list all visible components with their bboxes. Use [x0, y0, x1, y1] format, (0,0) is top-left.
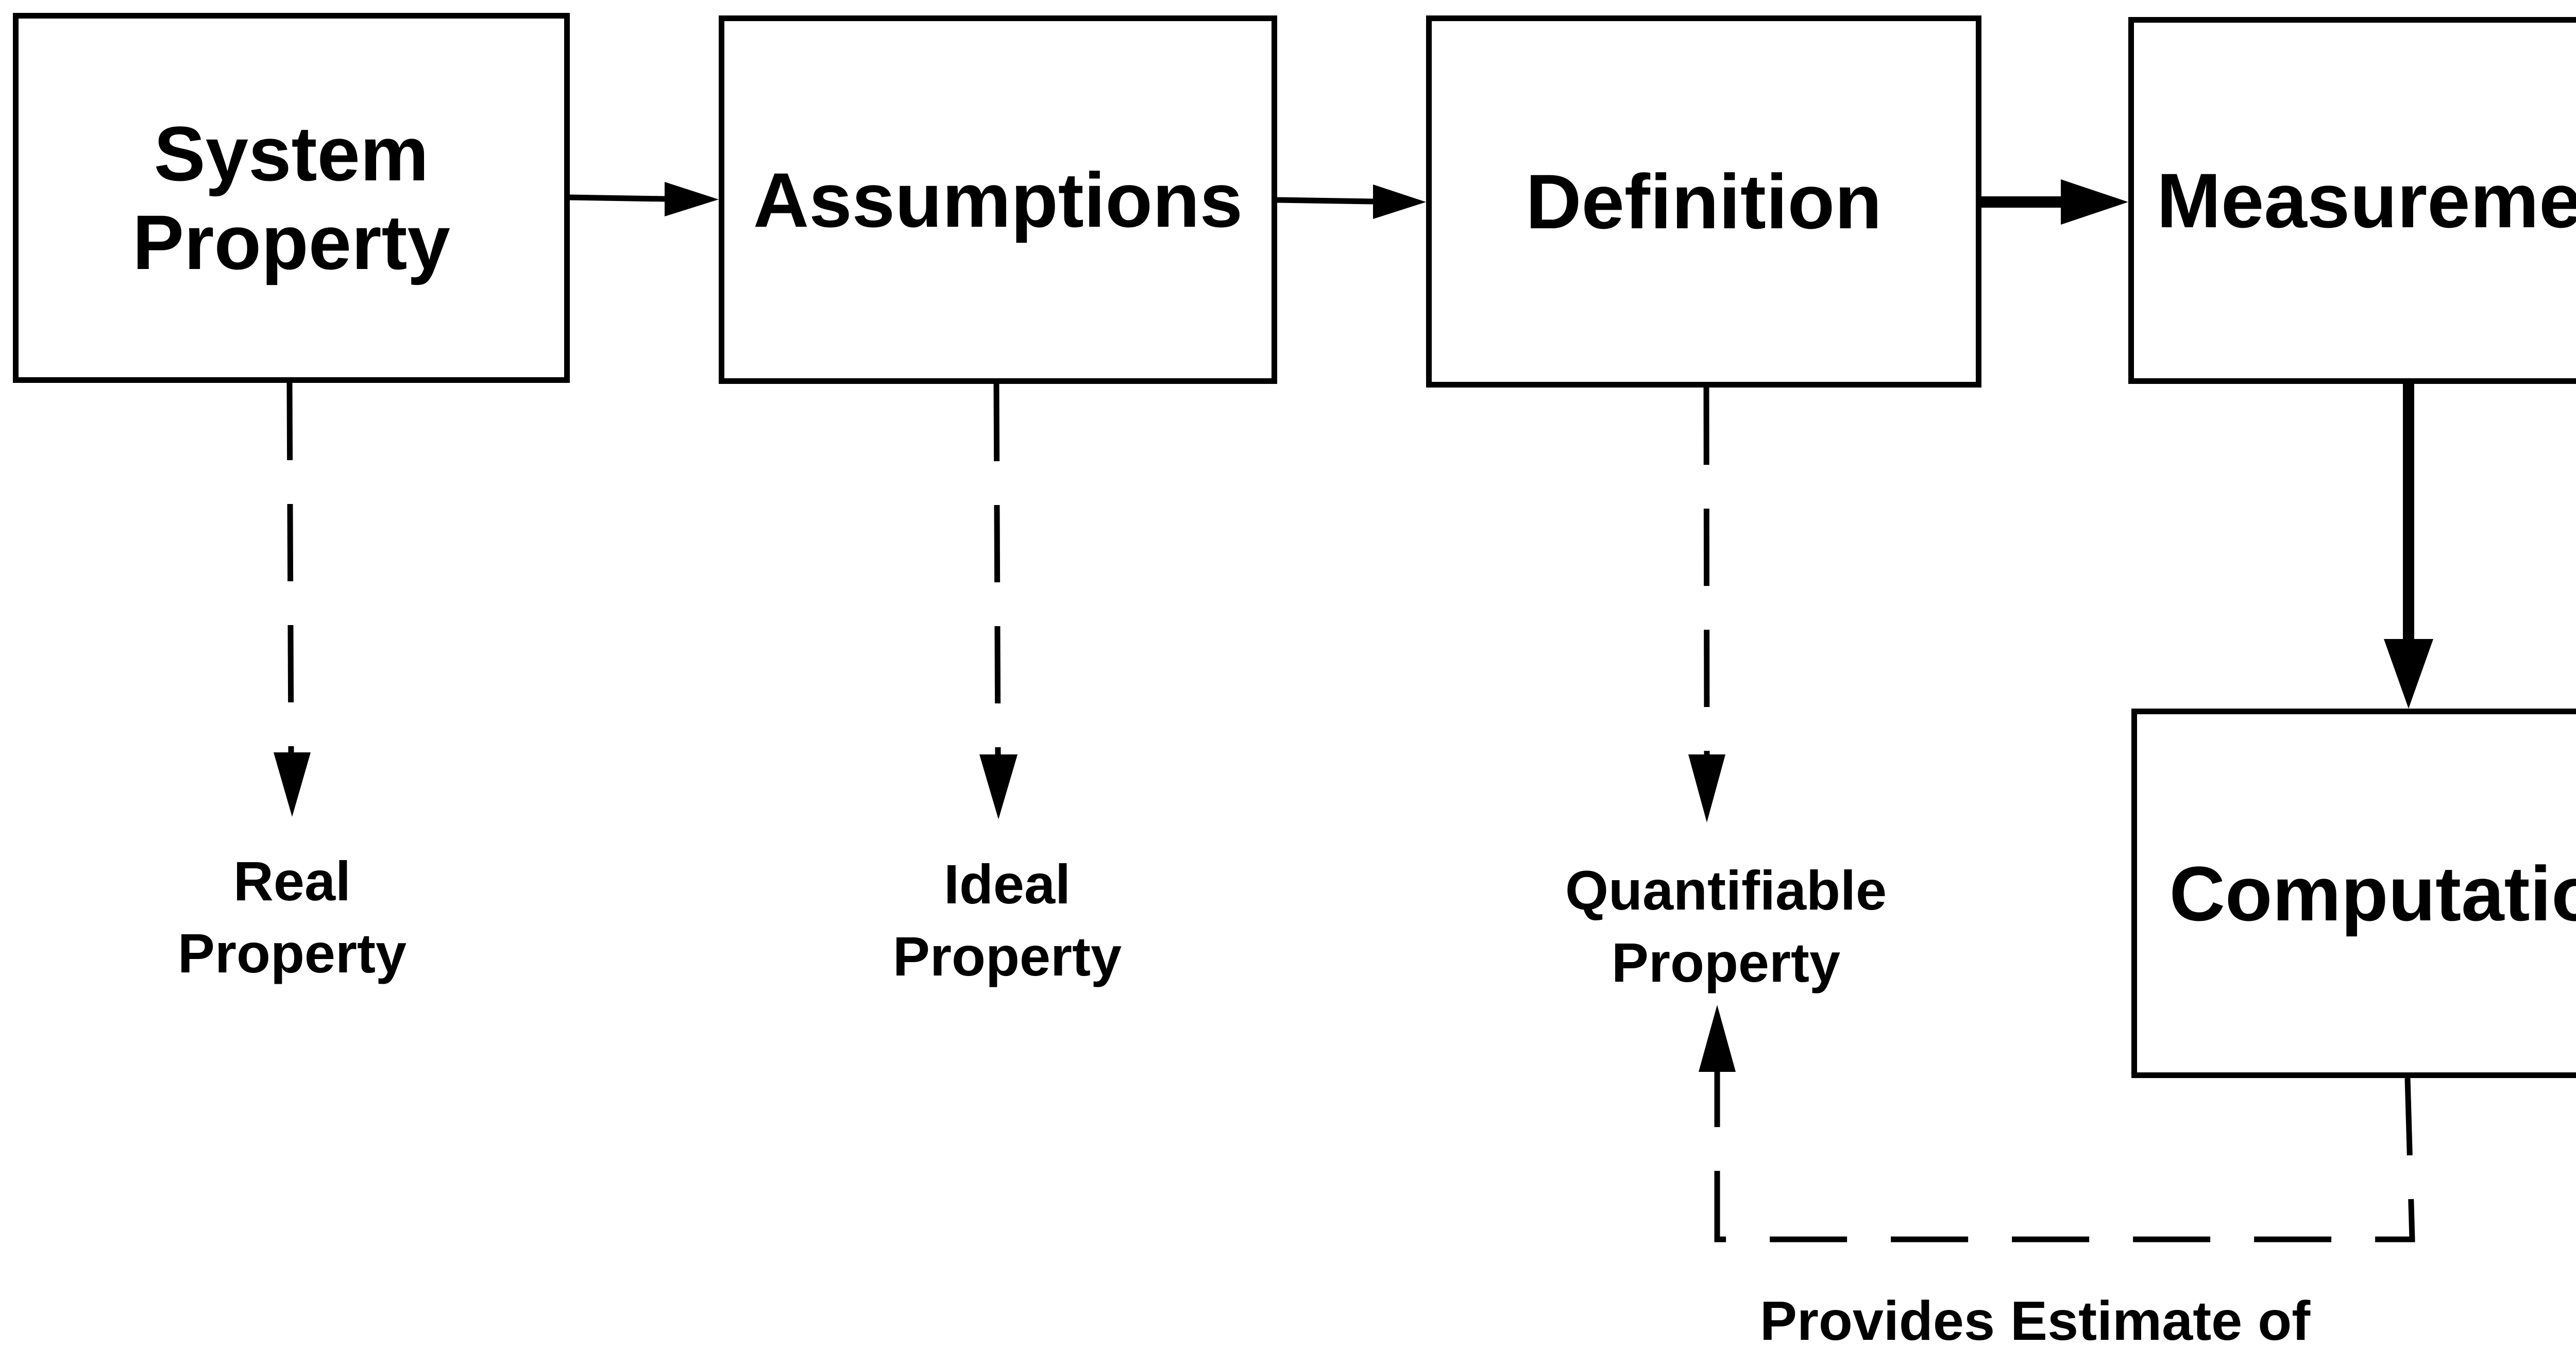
arrow-assumptions-to-definition — [1277, 197, 1374, 205]
arrow-system-to-assumptions — [569, 194, 665, 202]
arrowhead-definition — [1373, 184, 1426, 219]
dashed-computation-feedback — [1714, 1072, 2415, 1242]
provides-estimate-text: Provides Estimate of — [1759, 1289, 2311, 1352]
ideal-property-line-2: Property — [892, 925, 1122, 987]
arrowhead-assumptions — [665, 182, 719, 216]
computation-box: Computation — [2131, 709, 2576, 1078]
real-property-line-2: Property — [177, 922, 407, 984]
arrowhead-ideal — [979, 754, 1018, 819]
arrowhead-feedback-quantifiable — [1699, 1005, 1736, 1072]
system-property-box: System Property — [13, 13, 570, 383]
quantifiable-property-line-2: Property — [1611, 931, 1841, 994]
real-property-line-1: Real — [233, 850, 351, 912]
dashed-assumptions-to-ideal — [993, 383, 1001, 755]
measurement-label: Measurement — [2156, 157, 2576, 244]
arrowhead-measurement — [2061, 179, 2128, 225]
arrowhead-real — [274, 752, 311, 817]
ideal-property-label: Ideal Property — [829, 848, 1185, 993]
computation-label: Computation — [2169, 850, 2576, 937]
quantifiable-property-label: Quantifiable Property — [1494, 854, 1958, 999]
definition-label: Definition — [1526, 158, 1882, 245]
dashed-system-to-real — [286, 382, 294, 753]
system-property-line-1: System — [154, 110, 429, 197]
quantifiable-property-line-1: Quantifiable — [1565, 859, 1887, 921]
system-property-line-2: Property — [132, 199, 450, 285]
assumptions-box: Assumptions — [719, 15, 1277, 384]
real-property-label: Real Property — [114, 845, 470, 989]
arrowhead-quantifiable — [1688, 754, 1725, 822]
provides-estimate-label: Provides Estimate of — [1700, 1285, 2370, 1357]
measurement-box: Measurement — [2128, 17, 2576, 384]
dashed-definition-to-quantifiable — [1703, 387, 1710, 755]
definition-box: Definition — [1426, 15, 1981, 388]
assumptions-label: Assumptions — [753, 156, 1243, 243]
ideal-property-line-1: Ideal — [943, 853, 1071, 915]
arrowhead-computation — [2384, 639, 2433, 709]
